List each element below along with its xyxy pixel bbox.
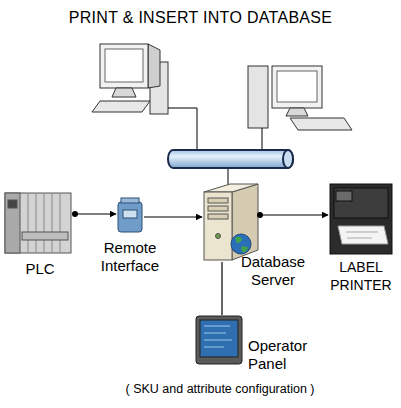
device-body xyxy=(118,202,142,232)
monitor-screen xyxy=(105,49,143,82)
drive-bay xyxy=(208,206,228,211)
globe xyxy=(231,234,251,254)
device-node: Operator Panel xyxy=(195,315,243,365)
panel-frame xyxy=(196,316,242,364)
computer-tower xyxy=(248,66,268,128)
panel-screen xyxy=(200,320,238,357)
network-wire xyxy=(228,168,229,185)
keyboard xyxy=(92,101,150,112)
printer-display xyxy=(336,191,352,201)
monitor-side xyxy=(148,44,160,88)
network-wire xyxy=(262,128,263,151)
rack xyxy=(5,193,71,253)
node-label: Database Server xyxy=(236,253,310,289)
node-label: LABEL PRINTER xyxy=(320,258,401,294)
terminal-strip xyxy=(22,232,68,240)
monitor-stand xyxy=(286,108,308,116)
label-lines xyxy=(346,232,378,238)
connector-line xyxy=(260,214,328,215)
server-side xyxy=(232,184,258,260)
connector xyxy=(257,212,328,218)
printer-body xyxy=(330,184,392,254)
connector-dot xyxy=(257,212,263,218)
plc-rack xyxy=(5,193,71,253)
drive-bay xyxy=(208,198,228,203)
pipe-end xyxy=(283,150,293,168)
power-supply xyxy=(5,193,20,253)
connector xyxy=(72,211,116,217)
module-lines xyxy=(28,193,60,253)
right-computer xyxy=(248,66,352,130)
plc-indicator xyxy=(8,200,17,208)
label-paper xyxy=(338,226,388,244)
monitor-stand xyxy=(112,88,136,97)
server-front xyxy=(204,192,232,260)
device-node: Remote Interface xyxy=(116,200,144,234)
diagram-title: PRINT & INSERT INTO DATABASE xyxy=(0,9,401,27)
connector-dot xyxy=(72,211,78,217)
device-node: PLC xyxy=(5,190,75,255)
device-node: LABEL PRINTER xyxy=(328,182,394,256)
device-label xyxy=(123,210,137,218)
panel-screen-lines xyxy=(204,326,232,347)
remote-interface-device xyxy=(118,198,142,232)
power-light xyxy=(216,234,221,239)
caption-note: ( SKU and attribute configuration ) xyxy=(100,382,340,396)
node-label: Remote Interface xyxy=(94,239,166,275)
monitor-screen xyxy=(277,71,317,102)
connector-line xyxy=(221,262,222,315)
label-printer-device xyxy=(330,184,392,254)
device-node: Database Server xyxy=(202,183,260,262)
left-computer xyxy=(92,44,168,114)
pipe-body xyxy=(168,150,293,168)
globe-land xyxy=(235,237,248,252)
monitor xyxy=(272,66,322,108)
connector-line xyxy=(75,213,116,214)
network-pipe xyxy=(168,150,293,168)
keyboard xyxy=(290,118,352,130)
monitor xyxy=(100,44,148,88)
connector-line xyxy=(144,216,202,217)
connector xyxy=(144,217,202,218)
printer-cover xyxy=(334,188,388,218)
node-label: Operator Panel xyxy=(248,337,320,373)
device-terminals xyxy=(121,198,139,203)
node-label: PLC xyxy=(0,260,80,278)
drive-bay xyxy=(208,214,228,219)
server-tower xyxy=(204,184,258,260)
operator-panel-device xyxy=(196,316,242,364)
server-top xyxy=(204,184,258,192)
connector xyxy=(222,262,223,315)
network-wire xyxy=(168,108,197,151)
